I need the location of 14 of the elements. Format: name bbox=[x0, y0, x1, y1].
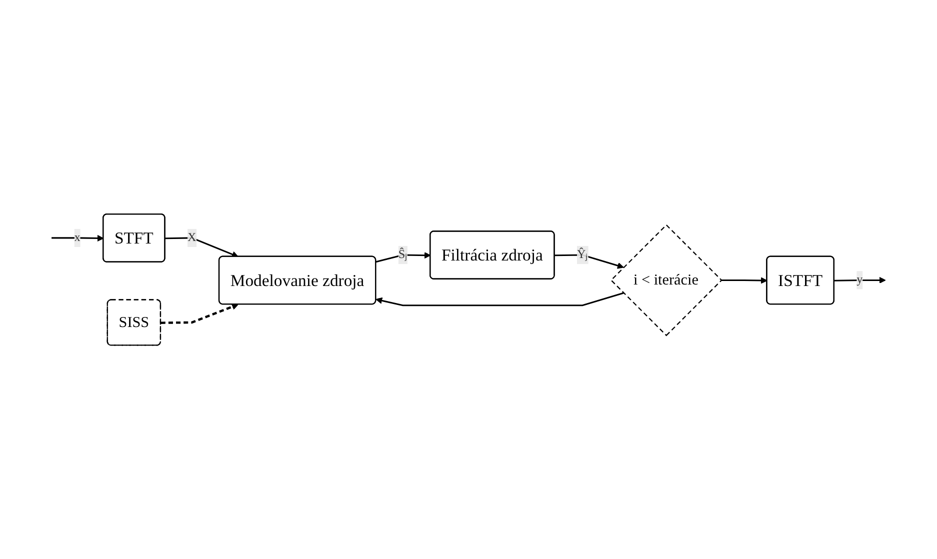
edge-label: y bbox=[856, 273, 863, 286]
arrow bbox=[376, 292, 624, 306]
arrow bbox=[160, 303, 238, 324]
arrow bbox=[554, 254, 624, 269]
edge-label: Ŝⱼ bbox=[398, 248, 408, 261]
arrow bbox=[376, 252, 431, 262]
edge-label: x bbox=[74, 230, 80, 244]
arrow bbox=[834, 276, 886, 284]
edge-label: Ŷⱼ bbox=[576, 248, 588, 261]
edge-label: X bbox=[188, 230, 196, 244]
arrow bbox=[52, 234, 104, 242]
node-diamond: i < iterácie bbox=[610, 224, 722, 336]
arrow bbox=[721, 277, 768, 284]
arrow bbox=[165, 237, 238, 258]
